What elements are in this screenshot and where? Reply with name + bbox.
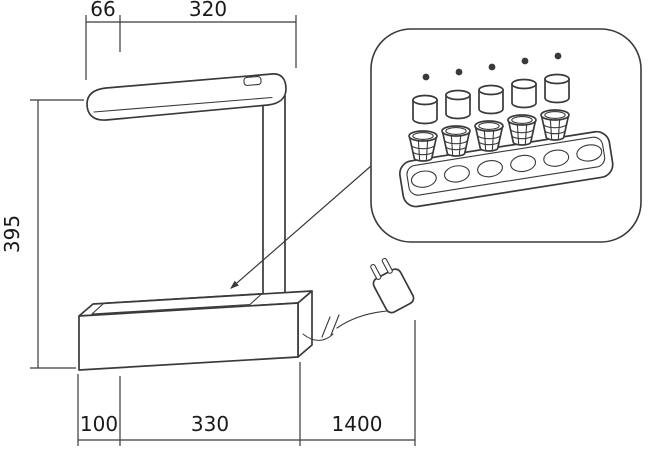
callout-arrowhead-icon [230, 280, 239, 289]
dimension-bottom: 100 330 1400 [77, 320, 416, 446]
dimension-top-lines [85, 15, 297, 80]
dimension-label-height: 395 [0, 215, 24, 253]
dimension-bottom-lines [77, 320, 416, 446]
power-adapter [370, 257, 415, 314]
dimension-label-lamp-overhang: 66 [90, 0, 115, 21]
power-cord-segment-right [336, 310, 388, 329]
grow-basket [474, 120, 504, 152]
lamp-head-edge-line [93, 96, 273, 113]
base-right-face [297, 290, 313, 358]
seed-dot-icon [422, 73, 430, 81]
power-cord [302, 310, 388, 341]
dimension-left-lines [30, 99, 84, 369]
grow-basket [507, 114, 537, 146]
seed-cap [445, 89, 471, 120]
seed-cap [511, 78, 537, 109]
seed-dot-icon [521, 57, 529, 65]
seed-dot-icon [488, 63, 496, 71]
seed-dot-icon [554, 52, 562, 60]
tray-hole [410, 170, 437, 188]
adapter-prong-right [381, 257, 393, 274]
dimension-label-base-length: 330 [191, 412, 229, 436]
dimension-label-lamp-length: 320 [189, 0, 227, 21]
seed-tray-inner-rim [406, 136, 606, 196]
grow-basket [408, 130, 438, 162]
adapter-prong-left [370, 264, 382, 280]
detail-callout [230, 28, 642, 289]
tray-hole [576, 144, 603, 162]
seed-cap [544, 73, 570, 104]
seed-dot-icon [455, 68, 463, 76]
callout-leader-line [236, 165, 372, 284]
seed-cap [478, 84, 504, 115]
tray-hole [510, 154, 537, 173]
tray-hole [477, 159, 503, 178]
grow-basket [540, 109, 570, 141]
dimension-label-cord-length: 1400 [332, 412, 383, 436]
seed-tray [399, 130, 614, 208]
lamp-head [86, 73, 287, 121]
power-cord-segment-left [302, 333, 334, 341]
power-button [243, 75, 262, 86]
support-pole [262, 95, 286, 301]
dimension-label-base-depth: 100 [80, 412, 118, 436]
grow-basket [441, 125, 471, 157]
tray-hole [443, 165, 470, 183]
base-front-face [78, 302, 299, 371]
seed-cap [412, 94, 438, 125]
base-inner-rim [91, 292, 263, 315]
grow-light-device [78, 73, 415, 371]
dimension-left: 395 [0, 99, 84, 369]
adapter-body [372, 268, 415, 314]
cord-break-icon [321, 314, 340, 338]
planter-base [78, 290, 313, 371]
dimension-top: 66 320 [85, 0, 297, 80]
tray-hole [543, 149, 570, 167]
